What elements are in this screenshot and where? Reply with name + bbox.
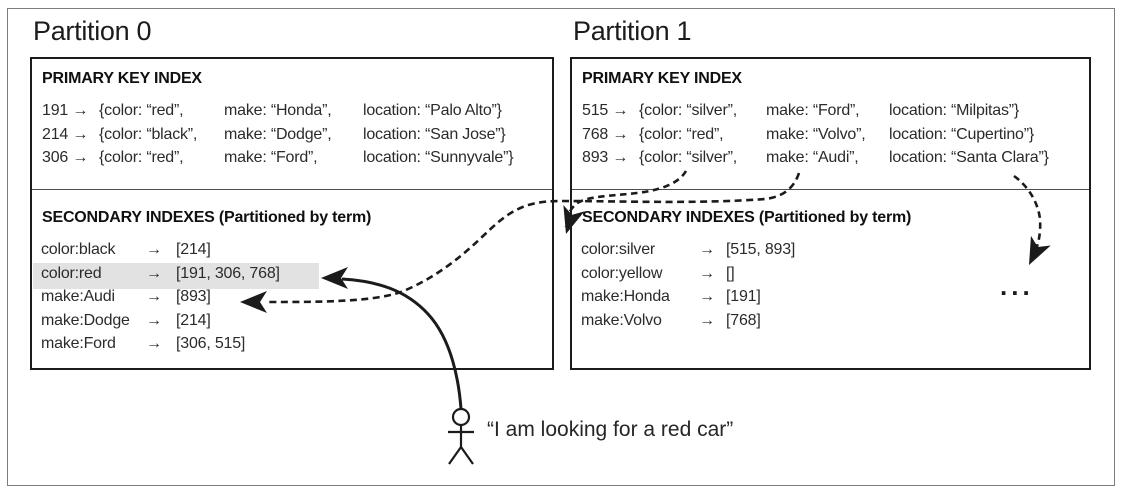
- term: color:yellow: [581, 264, 663, 282]
- term: make:Ford: [41, 335, 116, 352]
- field-location: location: “San Jose”}: [363, 125, 506, 143]
- field-location: location: “Santa Clara”}: [889, 149, 1049, 166]
- section-divider: [32, 189, 552, 190]
- posting-list: [214]: [176, 311, 211, 329]
- secondary-row-color-red: color:red → [191, 306, 768]: [41, 262, 280, 286]
- secondary-row: make:Audi → [893]: [41, 285, 280, 309]
- term: make:Dodge: [41, 311, 130, 329]
- partition-1-label: Partition 1: [573, 16, 692, 46]
- secondary-row: color:silver → [515, 893]: [581, 238, 795, 262]
- field-color: {color: “silver”,: [639, 149, 737, 166]
- field-make: make: “Dodge”,: [224, 125, 332, 143]
- p1-primary-rows: 515 → {color: “silver”, make: “Ford”, locat…: [582, 99, 1049, 170]
- term: color:silver: [581, 241, 656, 258]
- field-make: make: “Honda”,: [224, 102, 332, 119]
- primary-key: 214 →: [42, 125, 89, 143]
- posting-list: [768]: [726, 311, 761, 329]
- partition-1-box: PRIMARY KEY INDEX 515 → {color: “silver”,…: [570, 57, 1091, 370]
- maps-to-arrow: →: [699, 311, 715, 329]
- posting-list: [191]: [726, 288, 761, 305]
- primary-row: 768 → {color: “red”, make: “Volvo”, locatio…: [582, 123, 1049, 147]
- term: make:Audi: [41, 288, 115, 305]
- maps-to-arrow: →: [146, 264, 162, 282]
- secondary-row: color:black → [214]: [41, 238, 280, 262]
- primary-row: 191 → {color: “red”, make: “Honda”, locatio…: [42, 99, 513, 123]
- maps-to-arrow: →: [146, 241, 162, 258]
- posting-list: [515, 893]: [726, 241, 796, 258]
- field-make: make: “Ford”,: [766, 102, 860, 119]
- maps-to-arrow: →: [146, 288, 162, 305]
- posting-list: [214]: [176, 241, 211, 258]
- section-divider: [572, 189, 1089, 190]
- primary-row: 515 → {color: “silver”, make: “Ford”, locat…: [582, 99, 1049, 123]
- other-partitions-ellipsis: ...: [1000, 271, 1034, 301]
- secondary-row: make:Honda → [191]: [581, 285, 795, 309]
- maps-to-arrow: →: [699, 241, 715, 258]
- p0-primary-rows: 191 → {color: “red”, make: “Honda”, locatio…: [42, 99, 514, 170]
- p0-primary-index-header: PRIMARY KEY INDEX: [42, 70, 202, 87]
- term: make:Honda: [581, 288, 670, 305]
- secondary-row: make:Volvo → [768]: [581, 309, 795, 333]
- posting-list: [893]: [176, 288, 211, 305]
- field-make: make: “Volvo”,: [766, 125, 866, 143]
- secondary-row: make:Ford → [306, 515]: [41, 332, 280, 356]
- field-color: {color: “black”,: [99, 125, 198, 143]
- partition-0-label: Partition 0: [33, 16, 152, 46]
- maps-to-arrow: →: [146, 335, 162, 352]
- field-color: {color: “red”,: [99, 102, 184, 119]
- p1-primary-index-header: PRIMARY KEY INDEX: [582, 70, 742, 87]
- partition-0-box: PRIMARY KEY INDEX 191 → {color: “red”, mak…: [30, 57, 554, 370]
- secondary-row: make:Dodge → [214]: [41, 309, 280, 333]
- field-location: location: “Palo Alto”}: [363, 102, 502, 119]
- field-make: make: “Ford”,: [224, 149, 318, 166]
- primary-key: 191 →: [42, 102, 89, 119]
- primary-row: 893 → {color: “silver”, make: “Audi”, locat…: [582, 146, 1049, 170]
- field-color: {color: “red”,: [639, 125, 724, 143]
- primary-key: 768 →: [582, 125, 629, 143]
- maps-to-arrow: →: [699, 288, 715, 305]
- p1-secondary-rows: color:silver→[515, 893] color:yellow→[] …: [581, 238, 795, 332]
- posting-list: []: [726, 264, 735, 282]
- primary-key: 306 →: [42, 149, 89, 166]
- maps-to-arrow: →: [146, 311, 162, 329]
- field-color: {color: “red”,: [99, 149, 184, 166]
- field-color: {color: “silver”,: [639, 102, 737, 119]
- primary-row: 306 → {color: “red”, make: “Ford”, location…: [42, 146, 514, 170]
- figure-border: [7, 8, 1115, 486]
- p0-secondary-index-header: SECONDARY INDEXES (Partitioned by term): [42, 209, 372, 226]
- field-make: make: “Audi”,: [766, 149, 859, 166]
- field-location: location: “Cupertino”}: [889, 125, 1035, 143]
- p0-secondary-rows: color:black → [214] color:red → [191, 306, 7…: [41, 238, 280, 356]
- field-location: location: “Milpitas”}: [889, 102, 1020, 119]
- p1-secondary-index-header: SECONDARY INDEXES (Partitioned by term): [582, 209, 912, 226]
- field-location: location: “Sunnyvale”}: [363, 149, 514, 166]
- user-query-text: “I am looking for a red car”: [487, 418, 734, 441]
- term: color:black: [41, 241, 116, 258]
- secondary-row: color:yellow → []: [581, 262, 795, 286]
- primary-key: 893 →: [582, 149, 629, 166]
- posting-list: [306, 515]: [176, 335, 246, 352]
- term: color:red: [41, 264, 102, 282]
- posting-list: [191, 306, 768]: [176, 264, 280, 282]
- primary-row: 214 → {color: “black”, make: “Dodge”, locat…: [42, 123, 513, 147]
- primary-key: 515 →: [582, 102, 629, 119]
- maps-to-arrow: →: [699, 264, 715, 282]
- term: make:Volvo: [581, 311, 662, 329]
